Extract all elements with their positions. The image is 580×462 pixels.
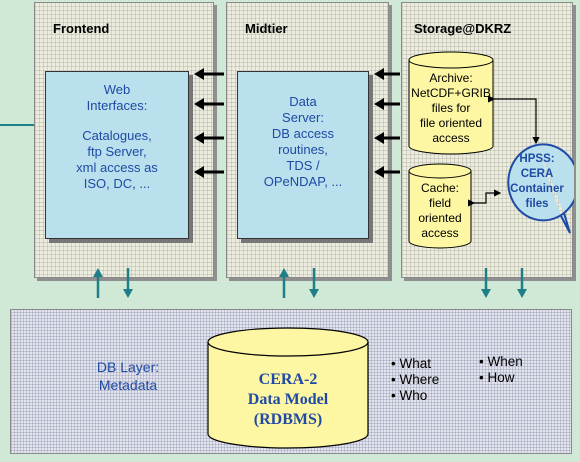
archive-cylinder: Archive: NetCDF+GRIB files for file orie… bbox=[408, 51, 494, 155]
bullet-item: Who bbox=[391, 388, 439, 404]
hpss-text: HPSS: CERA Container files bbox=[500, 152, 574, 212]
cera-model-text: CERA-2 Data Model (RDBMS) bbox=[207, 370, 369, 430]
archive-text: Archive: NetCDF+GRIB files for file orie… bbox=[408, 71, 494, 146]
arrow-left-icon bbox=[194, 132, 224, 144]
db-layer-label-line: Metadata bbox=[98, 377, 158, 393]
archive-line: Archive: bbox=[429, 71, 473, 85]
arrow-left-icon bbox=[194, 166, 224, 178]
arrow-left-icon bbox=[374, 132, 400, 144]
hpss-line: files bbox=[525, 198, 549, 210]
frontend-panel: Frontend Web Interfaces: Catalogues, ftp… bbox=[34, 2, 214, 278]
cera-model-line: CERA-2 bbox=[258, 371, 318, 388]
arrow-up-icon bbox=[93, 268, 103, 298]
data-server-line: OPeNDAP, ... bbox=[263, 174, 343, 189]
cache-line: field bbox=[428, 196, 451, 210]
cera-model-line: (RDBMS) bbox=[253, 411, 323, 428]
storage-panel: Storage@DKRZ Archive: NetCDF+GRIB files … bbox=[401, 2, 574, 278]
arrow-up-icon bbox=[279, 268, 289, 298]
archive-line: access bbox=[432, 131, 470, 145]
archive-cylinder-shape bbox=[408, 51, 494, 155]
arrow-left-icon bbox=[194, 98, 224, 110]
cera-model-cylinder-shape bbox=[207, 327, 369, 449]
data-server-line: routines, bbox=[278, 142, 328, 157]
web-interfaces-line: xml access as bbox=[76, 160, 158, 175]
cache-cylinder: Cache: field oriented access bbox=[408, 163, 472, 249]
cache-line: Cache: bbox=[420, 181, 460, 195]
web-interfaces-line: ftp Server, bbox=[87, 144, 147, 159]
arrow-down-icon bbox=[309, 268, 319, 298]
hpss-circle: HPSS: CERA Container files bbox=[500, 143, 574, 241]
cache-cylinder-shape bbox=[408, 163, 472, 249]
data-server-line: DB access bbox=[271, 126, 335, 141]
hpss-line: HPSS: bbox=[519, 153, 555, 165]
left-connector-line bbox=[0, 124, 34, 126]
cera-model-line: Data Model bbox=[247, 391, 329, 408]
data-server-line: Server: bbox=[282, 110, 324, 125]
bullet-item: Where bbox=[391, 372, 439, 388]
arrow-left-icon bbox=[374, 166, 400, 178]
arrow-down-icon bbox=[481, 268, 491, 298]
data-flow-arrows bbox=[194, 68, 400, 178]
cache-text: Cache: field oriented access bbox=[408, 181, 472, 241]
archive-line: file oriented bbox=[419, 116, 483, 130]
web-interfaces-line: Catalogues, bbox=[82, 128, 152, 143]
hpss-circle-shape bbox=[507, 143, 574, 234]
bullet-item: When bbox=[479, 354, 522, 370]
hpss-line: CERA bbox=[520, 168, 554, 180]
cera-model-cylinder: CERA-2 Data Model (RDBMS) bbox=[207, 326, 369, 450]
archive-line: NetCDF+GRIB bbox=[411, 86, 491, 100]
midtier-title: Midtier bbox=[245, 21, 288, 36]
web-interfaces-box: Web Interfaces: Catalogues, ftp Server, … bbox=[45, 71, 189, 239]
arrow-left-icon bbox=[194, 68, 224, 80]
vertical-arrows bbox=[93, 268, 527, 298]
bullet-item: What bbox=[391, 356, 439, 372]
bullet-list-left: What Where Who bbox=[391, 356, 439, 404]
data-server-line: Data bbox=[289, 94, 317, 109]
frontend-title: Frontend bbox=[53, 21, 110, 36]
db-layer-label: DB Layer: Metadata bbox=[73, 358, 183, 394]
arrow-down-icon bbox=[517, 268, 527, 298]
db-layer-panel: DB Layer: Metadata CERA-2 Data Model (RD… bbox=[10, 309, 572, 454]
data-server-line: TDS / bbox=[286, 158, 320, 173]
arrow-left-icon bbox=[374, 68, 400, 80]
web-interfaces-line: ISO, DC, ... bbox=[83, 176, 151, 191]
web-interfaces-line: Interfaces: bbox=[86, 98, 148, 113]
arrow-left-icon bbox=[374, 98, 400, 110]
web-interfaces-line: Web bbox=[103, 82, 131, 97]
archive-line: files for bbox=[431, 101, 471, 115]
db-layer-label-line: DB Layer: bbox=[96, 359, 160, 375]
hpss-line: Container bbox=[510, 183, 564, 195]
cache-line: access bbox=[421, 226, 459, 240]
bullet-list-right: When How bbox=[479, 354, 523, 386]
data-server-box: Data Server: DB access routines, TDS / O… bbox=[237, 71, 369, 239]
midtier-panel: Midtier Data Server: DB access routines,… bbox=[226, 2, 389, 278]
storage-title: Storage@DKRZ bbox=[414, 21, 512, 36]
arrow-down-icon bbox=[123, 268, 133, 298]
cache-line: oriented bbox=[418, 211, 462, 225]
bullet-item: How bbox=[479, 370, 523, 386]
